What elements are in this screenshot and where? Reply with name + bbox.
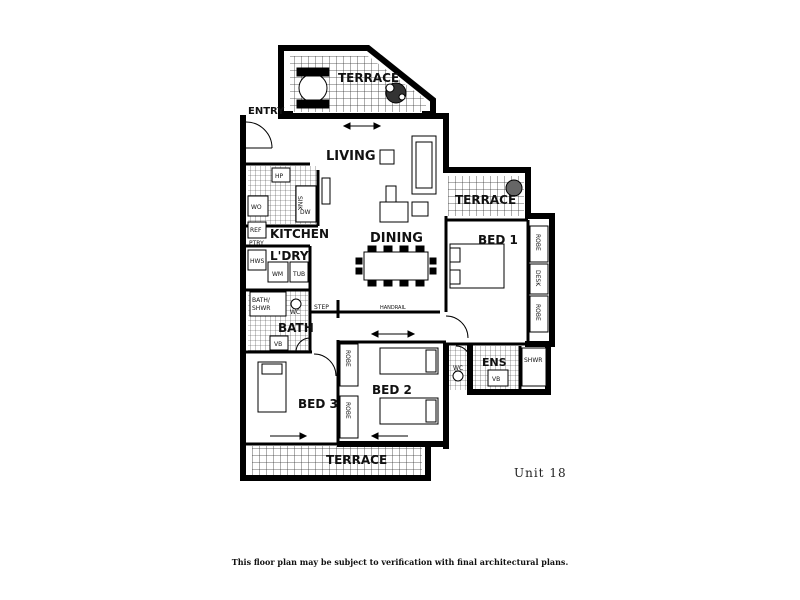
wc-ens-label: WC	[453, 365, 463, 372]
terrace-bottom-label: TERRACE	[326, 453, 387, 467]
hp-label: HP	[275, 173, 284, 180]
furniture	[247, 67, 549, 439]
bed3-label: BED 3	[298, 397, 338, 411]
sliding-door-arrows	[270, 122, 416, 440]
hws-label: HWS	[250, 258, 264, 265]
terrace-top-label: TERRACE	[338, 71, 399, 85]
handrail-label: HANDRAIL	[380, 305, 406, 311]
robe-bed2-top-label: ROBE	[344, 350, 351, 367]
laundry-label: L'DRY	[270, 249, 309, 263]
dw-label: DW	[300, 209, 311, 216]
sink-label: SINK	[296, 196, 303, 211]
ensuite-tiles	[448, 346, 524, 390]
tub-label: TUB	[292, 271, 305, 278]
terrace-right-label: TERRACE	[455, 193, 516, 207]
bed2-label: BED 2	[372, 383, 412, 397]
wc-bath-label: WC	[290, 309, 300, 316]
bath-shwr-label-2: SHWR	[252, 305, 270, 312]
disclaimer-text: This floor plan may be subject to verifi…	[231, 557, 569, 567]
exterior-walls	[240, 45, 555, 481]
robe-bed2-bottom-label: ROBE	[344, 402, 351, 419]
doors	[245, 121, 471, 377]
shwr-ens-label: SHWR	[524, 357, 542, 364]
living-label: LIVING	[326, 149, 376, 164]
vb-bath-label: VB	[274, 341, 282, 348]
bath-label: BATH	[278, 321, 314, 335]
wo-label: WO	[251, 204, 262, 211]
bath-shwr-label-1: BATH/	[252, 297, 271, 304]
dining-label: DINING	[370, 231, 423, 246]
bed1-label: BED 1	[478, 233, 518, 247]
vb-ens-label: VB	[492, 376, 500, 383]
ens-label: ENS	[482, 356, 507, 369]
kitchen-label: KITCHEN	[270, 227, 329, 241]
entry-label: ENTRY	[248, 106, 285, 117]
robe-bed1-bottom-label: ROBE	[534, 304, 541, 321]
ptry-label: PTRY	[249, 240, 264, 247]
interior-walls	[246, 162, 530, 446]
step-label: STEP	[314, 304, 329, 311]
ref-label: REF	[250, 227, 262, 234]
terrace-bottom-tiles	[252, 446, 422, 476]
desk-label: DESK	[534, 270, 541, 287]
unit-label: Unit 18	[514, 466, 567, 480]
robe-bed1-top-label: ROBE	[534, 234, 541, 251]
wm-label: WM	[272, 271, 283, 278]
